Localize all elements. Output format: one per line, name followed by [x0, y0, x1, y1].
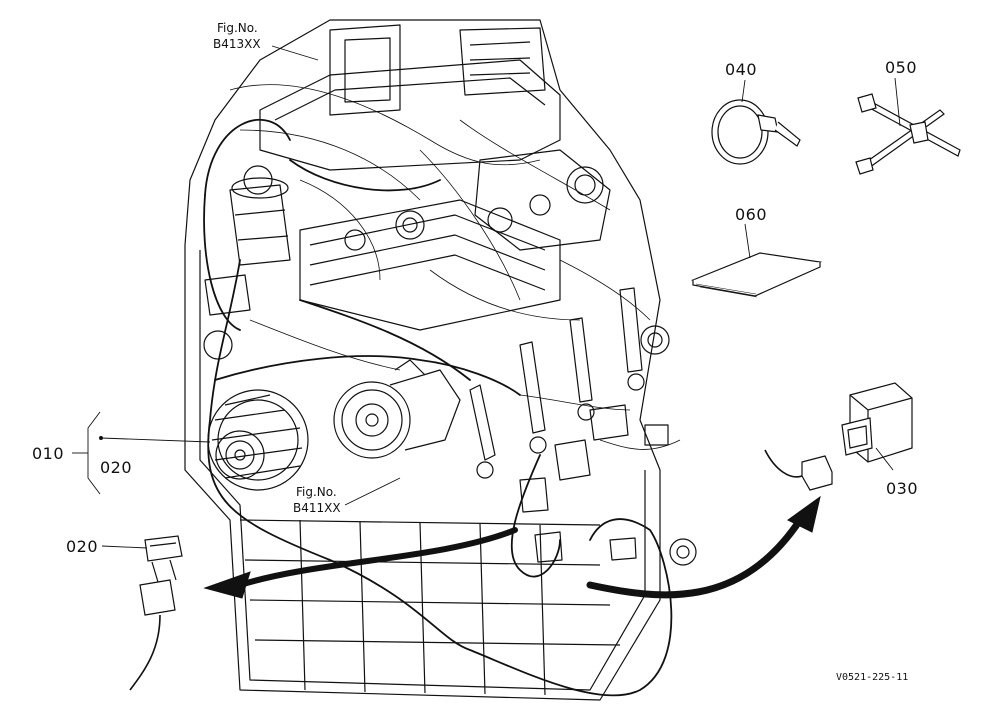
part-number-060: 060: [735, 205, 767, 224]
fuse-part: [129, 535, 183, 691]
part-number-040: 040: [725, 60, 757, 79]
cable-tie-clip: [855, 93, 961, 175]
part-number-050: 050: [885, 58, 917, 77]
relay-part: [764, 382, 913, 491]
thin-wires: [229, 84, 681, 450]
figure-ref-b413: Fig.No. B413XX: [213, 21, 261, 51]
cable-tie-loop: [711, 99, 801, 165]
fig-ref-code: B411XX: [293, 501, 341, 515]
fig-ref-label: Fig.No.: [217, 21, 258, 35]
leader-dot: [99, 436, 103, 440]
flow-arrows: [203, 495, 821, 599]
part-number-010: 010: [32, 444, 64, 463]
wire-harness: [203, 118, 673, 697]
leader-lines: [72, 45, 901, 549]
drawing-code: V0521-225-11: [836, 672, 908, 683]
fig-ref-label: Fig.No.: [296, 485, 337, 499]
injector-row: [469, 287, 645, 479]
fig-ref-code: B413XX: [213, 37, 261, 51]
part-number-020: 020: [66, 537, 98, 556]
sheet-part: [690, 252, 823, 298]
part-number-020-inner: 020: [100, 458, 132, 477]
figure-ref-b411: Fig.No. B411XX: [293, 485, 341, 515]
part-number-030: 030: [886, 479, 918, 498]
